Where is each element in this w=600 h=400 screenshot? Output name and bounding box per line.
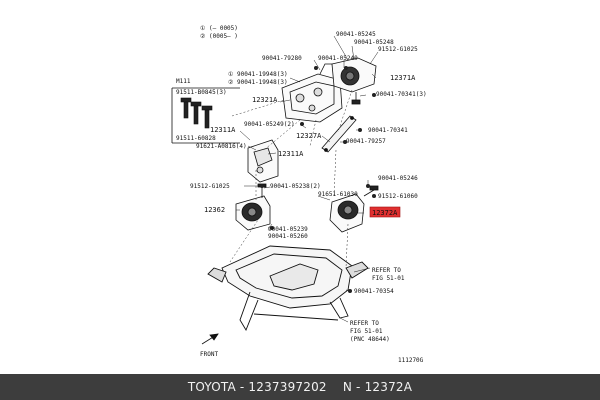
label-91621-a0816: 91621-A0816(4) xyxy=(196,143,247,150)
diagram-canvas: ① (— 0005) ② (0005— ) M111 91511-B0845(3… xyxy=(171,25,427,364)
label-91511-60828: 91511-60828 xyxy=(176,135,216,142)
front-crossmember xyxy=(207,245,369,332)
label-90041-19948-1: ① 90041-19948(3) xyxy=(228,71,288,78)
label-refer-2-line2: FIG 51-01 xyxy=(350,328,383,335)
caption-pnc: 12372A xyxy=(364,380,413,394)
fastener-markers xyxy=(260,66,376,293)
label-90041-05240: 90041-05240 xyxy=(318,55,358,62)
label-90041-70354: 90041-70354 xyxy=(354,288,394,295)
label-90041-05248: 90041-05248 xyxy=(354,39,394,46)
label-90041-05260: 90041-05260 xyxy=(268,233,308,240)
label-12327a: 12327A xyxy=(296,132,322,140)
engine-mount-bracket-12321a xyxy=(281,63,343,123)
label-12362: 12362 xyxy=(204,206,225,214)
label-m111: M111 xyxy=(176,78,191,85)
leader-lines xyxy=(236,35,379,323)
engine-mount-12372a xyxy=(329,185,379,233)
label-12371a: 12371A xyxy=(390,74,416,82)
bolt-group-left xyxy=(180,97,213,129)
legend-item-1: ① (— 0005) xyxy=(200,25,238,32)
label-12311a: 12311A xyxy=(278,150,304,158)
label-90041-19948-2: ② 90041-19948(3) xyxy=(228,79,288,86)
caption-separator-2: N - xyxy=(326,380,365,394)
label-12311a-left: 12311A xyxy=(210,126,236,134)
caption-brand: TOYOTA xyxy=(187,380,236,394)
label-90041-05239: 90041-05239 xyxy=(268,226,308,233)
highlight-box-12372a xyxy=(369,206,401,218)
label-90041-05249: 90041-05249(2) xyxy=(244,121,295,128)
label-90041-79257: 90041-79257 xyxy=(346,138,386,145)
label-12372a: 12372A xyxy=(372,209,398,217)
label-90041-79280: 90041-79280 xyxy=(262,55,302,62)
label-refer-1-line1: REFER TO xyxy=(372,267,401,274)
label-91651-61030: 91651-61030 xyxy=(318,191,358,198)
legend-item-2: ② (0005— ) xyxy=(200,33,238,40)
caption-separator-1: - xyxy=(235,380,249,394)
fastener-bracket-group xyxy=(171,87,240,144)
label-12321a: 12321A xyxy=(252,96,278,104)
part-caption-bar: TOYOTA - 1237397202 N - 12372A xyxy=(0,374,600,400)
label-90041-70341-top: 90041-70341(3) xyxy=(376,91,427,98)
caption-part-number: 1237397202 xyxy=(248,380,327,394)
reference-lines xyxy=(229,89,353,269)
label-front: FRONT xyxy=(200,351,218,358)
label-90041-05246: 90041-05246 xyxy=(378,175,418,182)
figure-number: 111270G xyxy=(398,357,424,364)
label-91511-b0845: 91511-B0845(3) xyxy=(176,89,227,96)
label-90041-05238: 90041-05238(2) xyxy=(270,183,321,190)
front-arrow-icon xyxy=(201,333,219,345)
engine-stay-12327a xyxy=(321,115,357,153)
label-91512-g1025-top: 91512-G1025 xyxy=(378,46,418,53)
label-91512-g1025-mid: 91512-G1025 xyxy=(190,183,230,190)
engine-mount-12371a xyxy=(331,57,377,105)
label-90041-05245: 90041-05245 xyxy=(336,31,376,38)
label-refer-1-line2: FIG 51-01 xyxy=(372,275,405,282)
label-refer-2-line1: REFER TO xyxy=(350,320,379,327)
label-refer-2-line3: (PNC 48644) xyxy=(350,336,390,343)
engine-mount-bracket-12311a xyxy=(247,139,279,183)
label-91512-61060: 91512-61060 xyxy=(378,193,418,200)
label-90041-70341: 90041-70341 xyxy=(368,127,408,134)
